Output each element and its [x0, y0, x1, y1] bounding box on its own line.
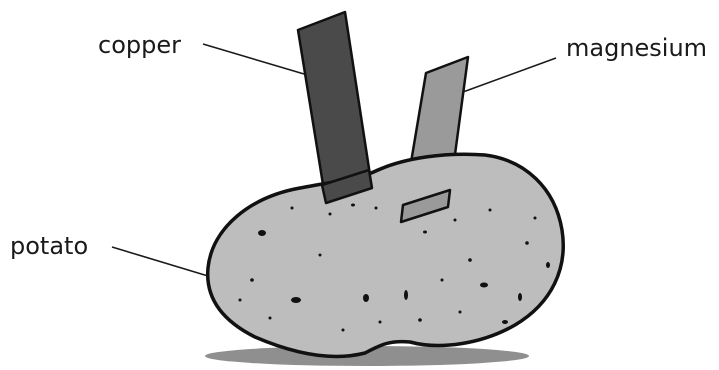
magnesium-leader-line: [462, 57, 557, 93]
potato-body: [206, 152, 565, 359]
copper-label: copper: [98, 31, 181, 59]
copper-leader-line: [202, 43, 305, 75]
potato-shadow: [205, 346, 529, 366]
potato-leader-line: [111, 246, 209, 277]
magnesium-label: magnesium: [566, 34, 707, 62]
potato-speckles: [238, 203, 550, 332]
magnesium-strip-base: [399, 188, 452, 224]
copper-strip-base: [320, 168, 374, 205]
potato-label: potato: [10, 232, 88, 260]
